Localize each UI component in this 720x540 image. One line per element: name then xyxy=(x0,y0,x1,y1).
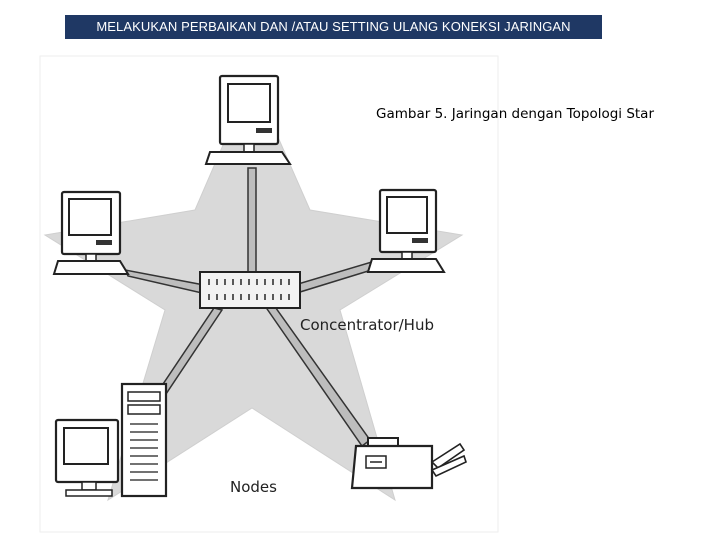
hub-icon xyxy=(199,271,301,309)
figure-caption: Gambar 5. Jaringan dengan Topologi Star xyxy=(376,106,655,122)
printer-icon xyxy=(350,437,467,490)
network-cables xyxy=(123,167,380,448)
computer-top-icon xyxy=(204,74,292,165)
page-header-title: MELAKUKAN PERBAIKAN DAN /ATAU SETTING UL… xyxy=(96,19,571,34)
nodes-label: Nodes xyxy=(230,478,277,496)
cable-top xyxy=(247,167,257,273)
computer-left-icon xyxy=(52,190,130,275)
computer-right-icon xyxy=(366,188,446,273)
page-header-banner: MELAKUKAN PERBAIKAN DAN /ATAU SETTING UL… xyxy=(65,15,602,39)
computer-server-icon xyxy=(54,382,168,498)
hub-label: Concentrator/Hub xyxy=(300,316,434,334)
